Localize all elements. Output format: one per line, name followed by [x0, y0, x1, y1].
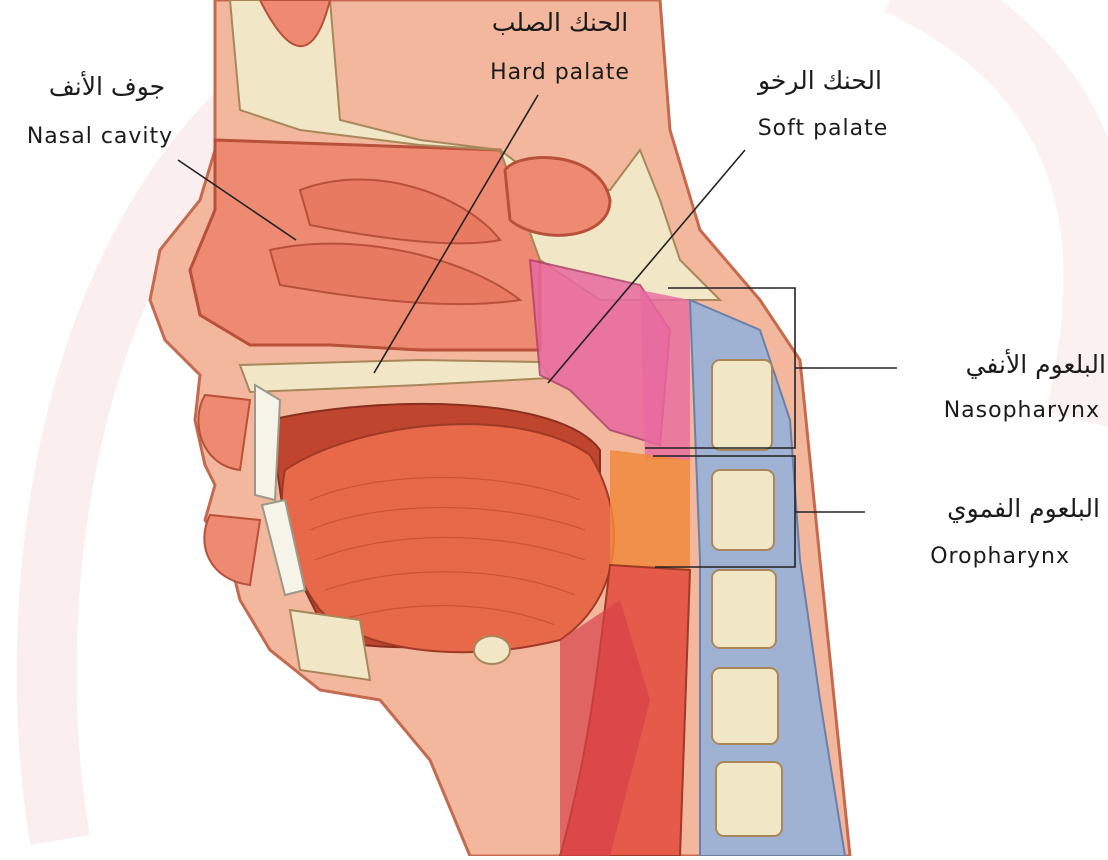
- soft-palate-label-english: Soft palate: [738, 116, 908, 141]
- nasopharynx-label-english: Nasopharynx: [900, 398, 1100, 423]
- nasal-cavity-label-arabic: جوف الأنف: [32, 72, 182, 101]
- nasopharynx-label-arabic: البلعوم الأنفي: [900, 350, 1106, 379]
- oropharynx-label-arabic: البلعوم الفموي: [868, 494, 1100, 523]
- upper-incisor: [255, 385, 280, 500]
- hard-palate-label-arabic: الحنك الصلب: [470, 8, 650, 37]
- hyoid-bone: [474, 636, 510, 664]
- nasopharynx-region: [640, 290, 690, 460]
- nasal-cavity-label-english: Nasal cavity: [10, 124, 190, 149]
- hard-palate-label-english: Hard palate: [470, 60, 650, 85]
- oropharynx-label-english: Oropharynx: [880, 544, 1070, 569]
- vertebrae: [712, 360, 782, 836]
- soft-palate-label-arabic: الحنك الرخو: [740, 66, 900, 95]
- oropharynx-region: [610, 450, 690, 570]
- lower-lip: [204, 515, 260, 585]
- mandible-bone: [290, 610, 370, 680]
